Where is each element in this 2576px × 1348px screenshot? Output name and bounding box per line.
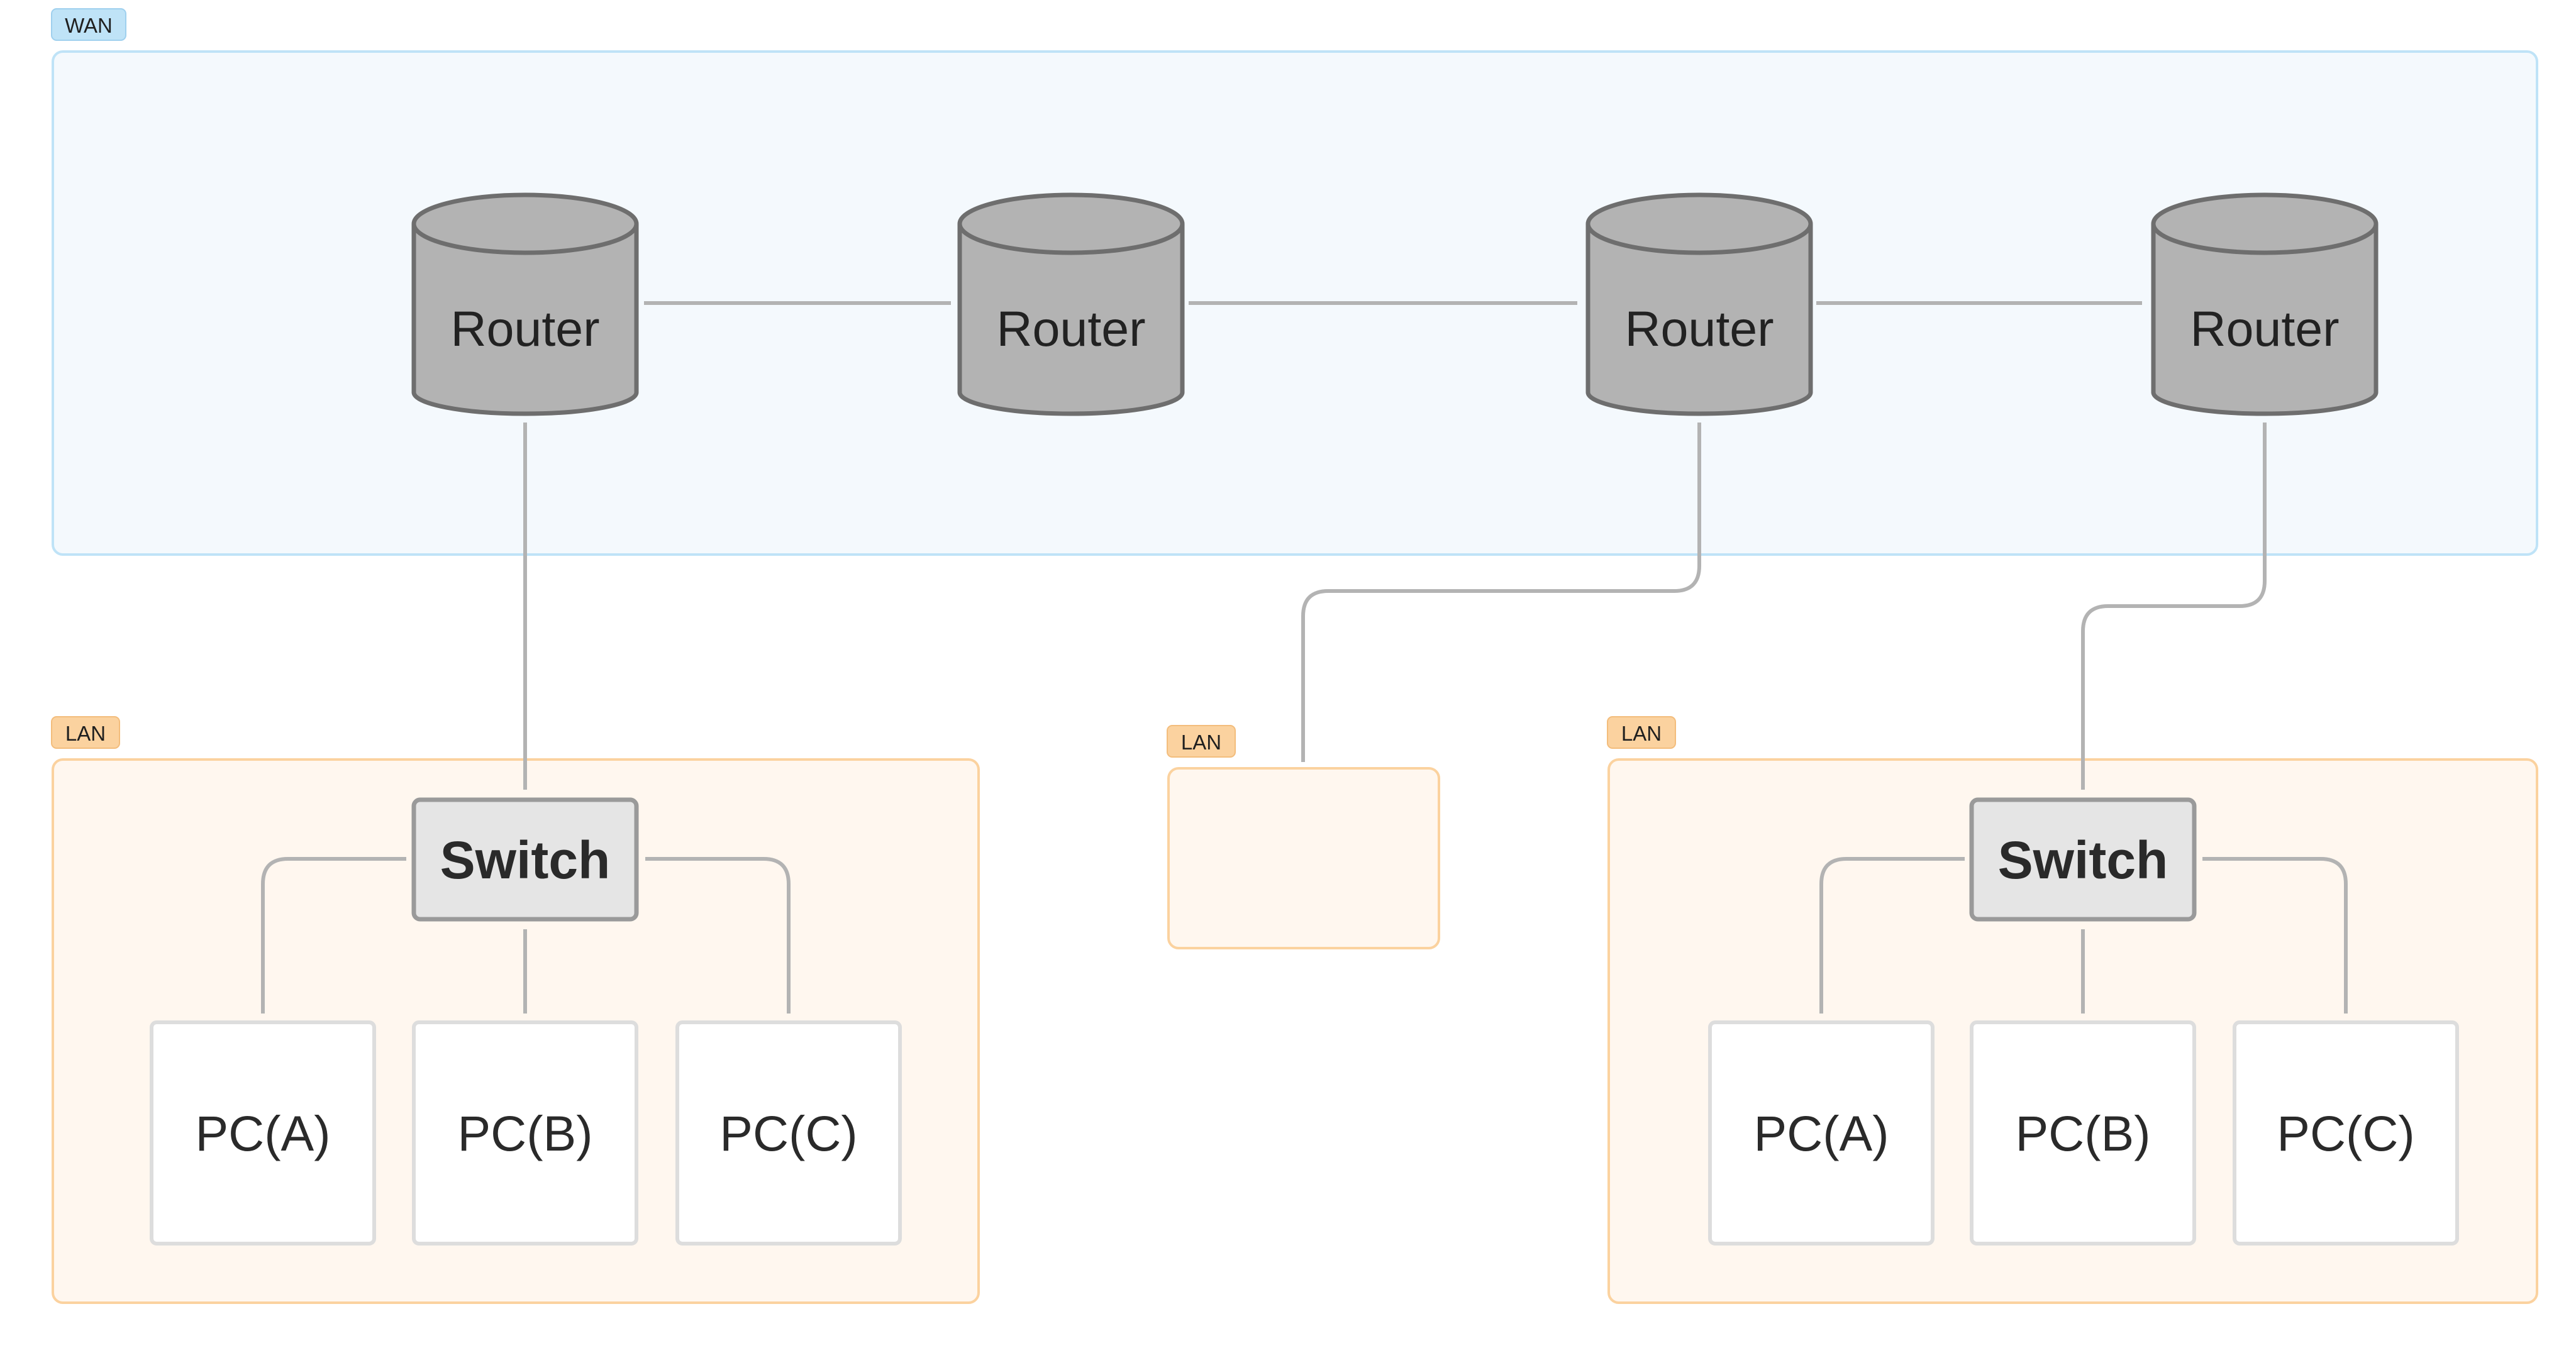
router-4-label: Router — [2190, 301, 2339, 356]
link-switch-left-pc-c[interactable] — [645, 857, 791, 1014]
link-router4-switch-right[interactable] — [2081, 423, 2267, 790]
router-2-top — [957, 192, 1185, 255]
lan-middle-tag-label: LAN — [1181, 731, 1221, 754]
router-1-top — [411, 192, 639, 255]
router-3-top — [1585, 192, 1813, 255]
lan-left-pc-b[interactable]: PC(B) — [412, 1020, 638, 1246]
lan-left-pc-a[interactable]: PC(A) — [150, 1020, 376, 1246]
router-1-body — [411, 224, 639, 416]
switch-right-box — [1969, 797, 2197, 922]
link-router3-lan-middle[interactable] — [1301, 423, 1701, 762]
lan-left-pc-c[interactable]: PC(C) — [675, 1020, 902, 1246]
link-switch-right-pc-c[interactable] — [2202, 857, 2348, 1014]
lan-left-pc-a-box — [150, 1020, 376, 1246]
link-switch-right-pc-a[interactable] — [1819, 857, 1965, 1014]
router-2-body — [957, 224, 1185, 416]
lan-middle-group[interactable]: LAN — [1167, 725, 1440, 949]
router-1[interactable]: Router — [411, 192, 639, 416]
router-4[interactable]: Router — [2151, 192, 2379, 416]
router-1-label: Router — [450, 301, 599, 356]
router-2-label: Router — [996, 301, 1145, 356]
lan-right-pc-a-label: PC(A) — [1753, 1105, 1889, 1161]
lan-right-pc-a[interactable]: PC(A) — [1708, 1020, 1935, 1246]
wan-tag — [51, 8, 126, 41]
lan-right-pc-c-box — [2233, 1020, 2459, 1246]
switch-left-label: Switch — [440, 831, 611, 890]
lan-right-pc-c[interactable]: PC(C) — [2233, 1020, 2459, 1246]
lan-right-tag — [1607, 716, 1676, 749]
switch-left-box — [411, 797, 639, 922]
lan-right-tag-label: LAN — [1621, 722, 1662, 745]
lan-left-pc-c-box — [675, 1020, 902, 1246]
router-3-body — [1585, 224, 1813, 416]
lan-left-pc-c-label: PC(C) — [719, 1105, 857, 1161]
lan-right-pc-c-label: PC(C) — [2277, 1105, 2414, 1161]
lan-left-tag — [51, 716, 120, 749]
switch-left[interactable]: Switch — [411, 797, 639, 922]
switch-right[interactable]: Switch — [1969, 797, 2197, 922]
router-4-top — [2151, 192, 2379, 255]
router-4-body — [2151, 224, 2379, 416]
lan-left-pc-b-box — [412, 1020, 638, 1246]
lan-left-pc-b-label: PC(B) — [457, 1105, 592, 1161]
lan-right-pc-b[interactable]: PC(B) — [1970, 1020, 2196, 1246]
wan-tag-label: WAN — [65, 14, 113, 37]
lan-right-pc-a-box — [1708, 1020, 1935, 1246]
lan-left-tag-label: LAN — [65, 722, 106, 745]
lan-right-pc-b-box — [1970, 1020, 2196, 1246]
lan-right-pc-b-label: PC(B) — [2015, 1105, 2150, 1161]
router-3-label: Router — [1624, 301, 1774, 356]
link-switch-left-pc-a[interactable] — [261, 857, 406, 1014]
switch-right-label: Switch — [1998, 831, 2168, 890]
router-3[interactable]: Router — [1585, 192, 1813, 416]
lan-middle-zone — [1167, 767, 1440, 949]
router-2[interactable]: Router — [957, 192, 1185, 416]
lan-middle-tag — [1167, 725, 1236, 758]
lan-left-pc-a-label: PC(A) — [195, 1105, 330, 1161]
